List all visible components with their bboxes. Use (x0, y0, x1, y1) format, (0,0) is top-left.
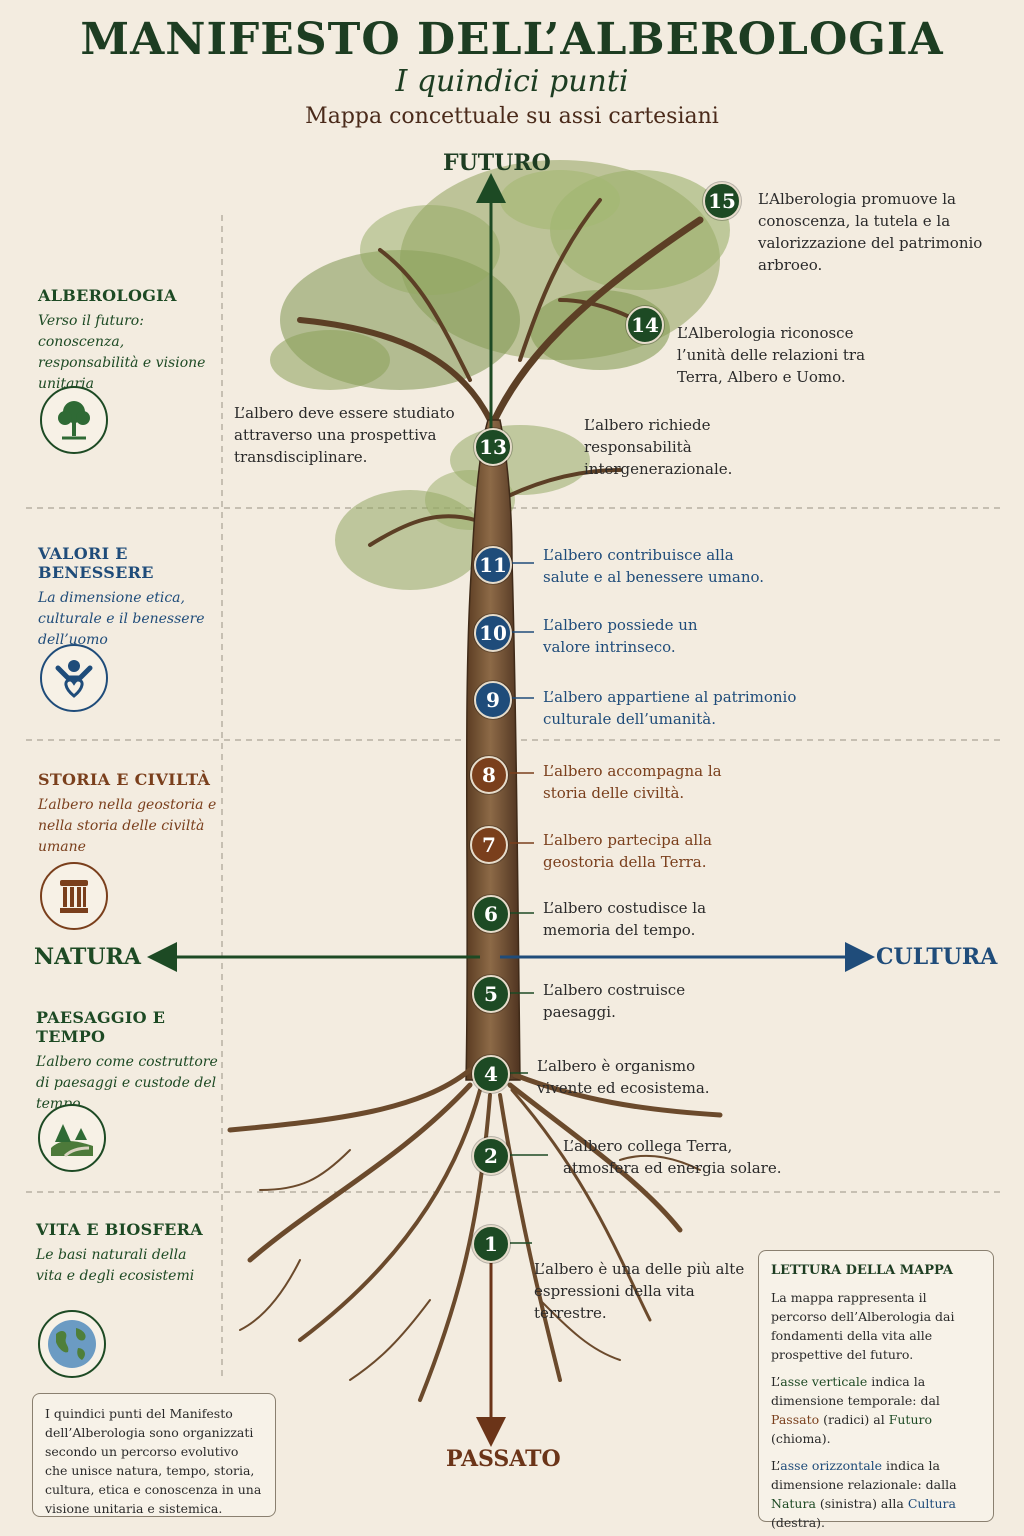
point-badge-6: 6 (472, 895, 510, 933)
person-heart-icon (40, 644, 108, 712)
section-description: La dimensione etica, culturale e il bene… (38, 590, 205, 648)
point-badge-10: 10 (474, 614, 512, 652)
text: (sinistra) alla (815, 1496, 908, 1511)
axis-label-culture: CULTURA (876, 944, 998, 970)
text: L’ (771, 1458, 781, 1473)
section-title: VITA E BIOSFERA (36, 1220, 203, 1239)
point-text-5: L’albero costruisce paesaggi. (543, 981, 686, 1021)
legend-paragraph-2: L’asse verticale indica la dimensione te… (771, 1372, 981, 1448)
text: (radici) al (819, 1412, 889, 1427)
point-text-1: L’albero è una delle più alte espression… (534, 1260, 745, 1322)
point-badge-4: 4 (472, 1055, 510, 1093)
point-badge-5: 5 (472, 975, 510, 1013)
text: (destra). (771, 1515, 825, 1530)
section-title: ALBEROLOGIA (38, 286, 177, 305)
point-text-2: L’albero collega Terra, atmosfera ed ene… (563, 1137, 782, 1177)
column-icon (40, 862, 108, 930)
point-text-15: L’Alberologia promuove la conoscenza, la… (758, 190, 983, 274)
point-badge-2: 2 (472, 1137, 510, 1175)
axis-label-past: PASSATO (446, 1446, 561, 1472)
legend-paragraph-1: La mappa rappresenta il percorso dell’Al… (771, 1290, 955, 1362)
section-title: PAESAGGIO E TEMPO (36, 1008, 166, 1046)
section-storia-civilta: STORIA E CIVILTÀ L’albero nella geostori… (38, 770, 218, 858)
text: (chioma). (771, 1431, 831, 1446)
tree-roots (227, 1067, 723, 1402)
text: L’ (771, 1374, 781, 1389)
legend-term-future: Futuro (888, 1412, 933, 1427)
point-text-13-left: L’albero deve essere studiato attraverso… (234, 404, 455, 466)
point-text-11: L’albero contribuisce alla salute e al b… (543, 546, 765, 586)
point-text-6: L’albero costudisce la memoria del tempo… (543, 899, 707, 939)
landscape-icon (38, 1104, 106, 1172)
section-paesaggio-tempo: PAESAGGIO E TEMPO L’albero come costrutt… (36, 1008, 220, 1115)
point-badge-1: 1 (472, 1225, 510, 1263)
section-vita-biosfera: VITA E BIOSFERA Le basi naturali della v… (36, 1220, 216, 1287)
point-badge-9: 9 (474, 681, 512, 719)
point-text-13-right: L’albero richiede responsabilità interge… (584, 416, 733, 478)
legend-term-vertical: asse verticale (780, 1374, 868, 1389)
point-text-14: L’Alberologia riconosce l’unità delle re… (677, 324, 866, 386)
legend-term-past: Passato (771, 1412, 820, 1427)
section-valori-benessere: VALORI E BENESSERE La dimensione etica, … (38, 544, 218, 651)
point-text-7: L’albero partecipa alla geostoria della … (543, 831, 712, 871)
page-subtitle-secondary: Mappa concettuale su assi cartesiani (305, 104, 719, 129)
legend-term-nature: Natura (771, 1496, 816, 1511)
text: indica la dimensione temporale: dal (771, 1374, 940, 1408)
axis-label-nature: NATURA (34, 944, 141, 970)
point-text-8: L’albero accompagna la storia delle civi… (543, 762, 722, 802)
point-text-9: L’albero appartiene al patrimonio cultur… (543, 688, 797, 728)
section-description: Verso il futuro: conoscenza, responsabil… (38, 313, 206, 392)
legend-title: LETTURA DELLA MAPPA (771, 1263, 953, 1278)
axis-label-future: FUTURO (443, 150, 551, 176)
legend-paragraph-3: L’asse orizzontale indica la dimensione … (771, 1456, 981, 1532)
globe-icon (38, 1310, 106, 1378)
point-badge-13: 13 (474, 428, 512, 466)
section-description: L’albero nella geostoria e nella storia … (38, 797, 217, 855)
point-badge-15: 15 (703, 182, 741, 220)
point-badge-14: 14 (626, 306, 664, 344)
intro-text: I quindici punti del Manifesto dell’Albe… (45, 1406, 262, 1516)
section-title: STORIA E CIVILTÀ (38, 770, 211, 789)
legend-term-culture: Cultura (907, 1496, 956, 1511)
point-badge-7: 7 (470, 826, 508, 864)
point-badge-8: 8 (470, 756, 508, 794)
text: indica la dimensione relazionale: dalla (771, 1458, 957, 1492)
section-title: VALORI E BENESSERE (38, 544, 154, 582)
legend-term-horizontal: asse orizzontale (780, 1458, 883, 1473)
page-title: MANIFESTO DELL’ALBEROLOGIA (80, 14, 944, 65)
tree-icon (40, 386, 108, 454)
section-description: Le basi naturali della vita e degli ecos… (36, 1247, 195, 1284)
page-subtitle: I quindici punti (395, 64, 629, 99)
section-alberologia: ALBEROLOGIA Verso il futuro: conoscenza,… (38, 286, 218, 395)
intro-box: I quindici punti del Manifesto dell’Albe… (32, 1393, 276, 1517)
point-text-10: L’albero possiede un valore intrinseco. (543, 616, 698, 656)
point-text-4: L’albero è organismo vivente ed ecosiste… (537, 1057, 710, 1097)
leader-lines (510, 562, 548, 1244)
point-badge-11: 11 (474, 546, 512, 584)
legend-box: LETTURA DELLA MAPPA La mappa rappresenta… (758, 1250, 994, 1530)
